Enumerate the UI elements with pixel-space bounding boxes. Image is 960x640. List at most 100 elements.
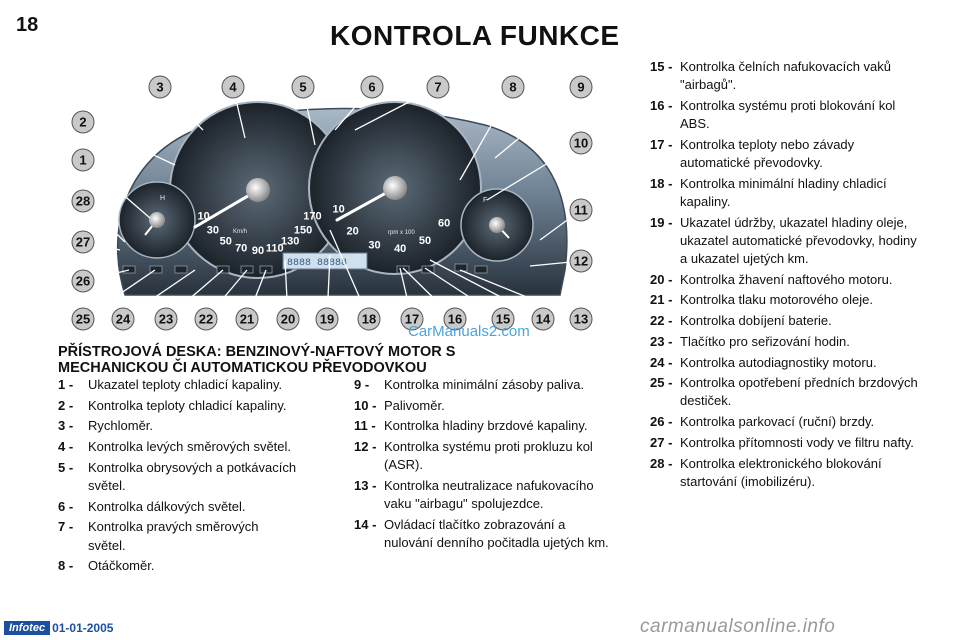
legend-item: 1 -Ukazatel teploty chladicí kapaliny. (58, 376, 298, 394)
legend-item-text: Rychloměr. (88, 418, 154, 434)
callout-leader-line (122, 269, 196, 320)
legend-item-text: Palivoměr. (384, 397, 445, 413)
legend-item: 8 -Otáčkoměr. (58, 557, 298, 575)
fuel-letter: F (483, 197, 487, 204)
callout-circle (569, 131, 593, 155)
legend-item-text: Kontrolka elektronického blokování start… (680, 455, 882, 489)
legend-item-text: Ukazatel údržby, ukazatel hladiny oleje,… (680, 214, 917, 267)
callout-number: 17 (405, 312, 419, 327)
legend-item-text: Kontrolka opotřebení předních brzdových … (680, 375, 918, 409)
callout-number: 11 (574, 203, 588, 218)
legend-item-number: 22 - (650, 313, 673, 329)
speed-scale-label: 130 (281, 236, 299, 248)
callout-circle (426, 75, 450, 99)
legend-item-text: Kontrolka přítomnosti vody ve filtru naf… (680, 434, 914, 450)
legend-item: 6 -Kontrolka dálkových světel. (58, 498, 298, 516)
legend-item: 21 -Kontrolka tlaku motorového oleje. (650, 291, 920, 309)
legend-item-text: Kontrolka minimální zásoby paliva. (384, 377, 585, 392)
legend-item: 13 -Kontrolka neutralizace nafukovacího … (354, 477, 609, 513)
section-subtitle: PŘÍSTROJOVÁ DESKA: BENZINOVÝ-NAFTOVÝ MOT… (58, 344, 598, 376)
callout-number: 25 (76, 312, 90, 327)
speed-unit: Km/h (233, 229, 247, 235)
legend-item-text: Kontrolka systému proti blokování kol AB… (680, 97, 896, 132)
speed-scale-label: 90 (252, 245, 264, 257)
callout-circle (357, 307, 381, 331)
callout-leader-line (354, 86, 439, 131)
callout-circle (71, 230, 95, 254)
legend-item: 15 -Kontrolka čelních nafukovacích vaků … (650, 58, 920, 94)
callout-number: 5 (299, 80, 306, 95)
callout-number: 22 (199, 312, 213, 327)
rpm-unit: rpm x 100 (388, 230, 415, 236)
legend-item: 22 -Kontrolka dobíjení baterie. (650, 312, 920, 330)
callout-number: 14 (536, 312, 551, 327)
callout-circle (235, 307, 259, 331)
callout-circle (154, 307, 178, 331)
watermark: CarManuals2.com (408, 323, 530, 340)
legend-item-text: Kontrolka autodiagnostiky motoru. (680, 354, 877, 370)
callout-circle (569, 198, 593, 222)
legend-item-number: 1 - (58, 377, 74, 392)
legend-item-number: 7 - (58, 519, 74, 535)
legend-item-number: 6 - (58, 498, 74, 514)
callout-circle (360, 75, 384, 99)
speed-scale-label: 170 (303, 210, 321, 222)
legend-item-number: 25 - (650, 375, 673, 391)
callout-number: 7 (434, 80, 441, 95)
callout-circle (194, 307, 218, 331)
callout-leader-line (82, 159, 151, 219)
rpm-scale-label: 50 (419, 235, 431, 247)
callout-leader-line (424, 267, 504, 320)
legend-item-number: 10 - (354, 397, 377, 413)
callout-leader-line (429, 259, 544, 320)
legend-item-number: 28 - (650, 455, 673, 471)
legend-item: 24 -Kontrolka autodiagnostiky motoru. (650, 354, 920, 372)
callout-number: 21 (240, 312, 254, 327)
callout-circle (501, 75, 525, 99)
legend-item-text: Ovládací tlačítko zobrazování a nulování… (384, 516, 609, 551)
rpm-scale-label: 40 (394, 243, 406, 255)
callout-number: 26 (76, 274, 90, 289)
legend-item-number: 14 - (354, 516, 377, 532)
callout-leader-line (82, 121, 176, 166)
callout-number: 12 (574, 254, 588, 269)
callout-number: 19 (320, 312, 334, 327)
callout-leader-line (165, 269, 224, 320)
legend-item: 11 -Kontrolka hladiny brzdové kapaliny. (354, 417, 609, 435)
speed-scale-label: 50 (220, 236, 232, 248)
legend-item: 2 -Kontrolka teploty chladicí kapaliny. (58, 397, 298, 415)
legend-column-1: 1 -Ukazatel teploty chladicí kapaliny. 2 … (58, 376, 298, 578)
legend-item: 28 - Kontrolka elektronického blokování s… (650, 455, 920, 491)
speed-scale-label: 150 (294, 225, 312, 237)
rpm-scale-label: 10 (332, 204, 344, 216)
rpm-scale-label: 20 (346, 225, 358, 237)
callout-number: 23 (159, 312, 173, 327)
speed-scale-label: 70 (235, 243, 247, 255)
callout-number: 8 (509, 80, 516, 95)
callout-leader-line (402, 267, 456, 320)
callout-leader-line (459, 86, 514, 181)
legend-item-text: Kontrolka teploty chladicí kapaliny. (88, 397, 287, 413)
legend-item-text: Kontrolka levých směrových světel. (88, 439, 292, 455)
callout-number: 15 (496, 312, 510, 327)
callout-number: 2 (79, 115, 86, 130)
callout-number: 27 (76, 235, 90, 250)
legend-item: 4 - Kontrolka levých směrových světel. (58, 438, 298, 456)
legend-item-number: 4 - (58, 439, 74, 455)
legend-item-text: Tlačítko pro seřizování hodin. (680, 333, 850, 349)
legend-item: 9 -Kontrolka minimální zásoby paliva. (354, 376, 609, 394)
callout-circle (491, 307, 515, 331)
subtitle-line-2: MECHANICKOU ČI AUTOMATICKOU PŘEVODOVKOU (58, 360, 427, 376)
callout-leader-line (82, 269, 156, 320)
speedometer-hub (246, 178, 270, 202)
legend-item-number: 27 - (650, 434, 673, 450)
legend-item: 25 - Kontrolka opotřebení předních brzdov… (650, 374, 920, 410)
temp-letter: H (160, 195, 165, 202)
callout-leader-line (329, 229, 370, 320)
callout-circle (71, 269, 95, 293)
legend-item-number: 21 - (650, 292, 673, 308)
legend-item-number: 11 - (354, 418, 376, 434)
legend-item-number: 3 - (58, 418, 74, 434)
legend-item-text: Kontrolka systému proti prokluzu kol (AS… (384, 439, 593, 473)
